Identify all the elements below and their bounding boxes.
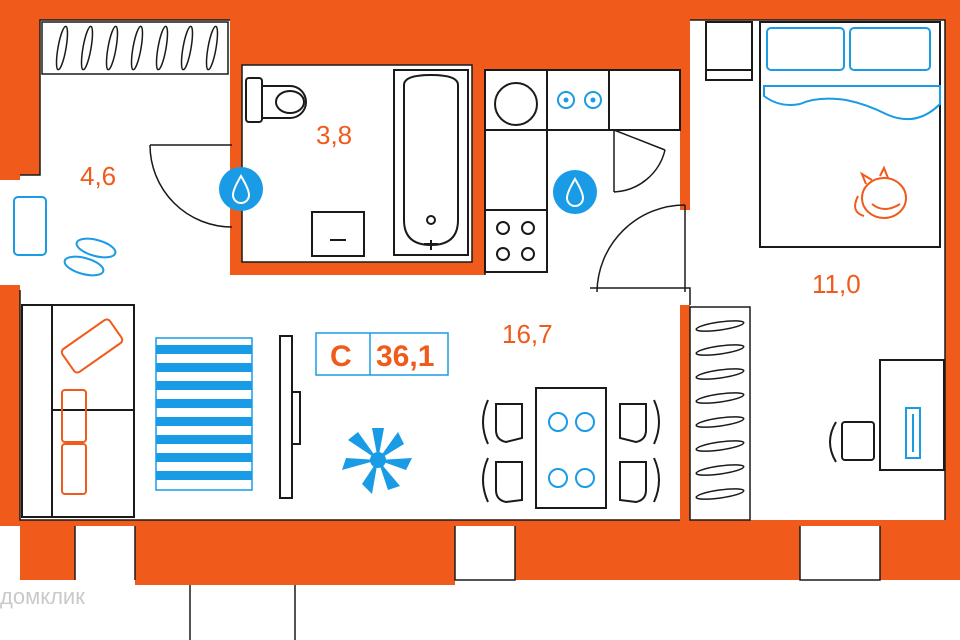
wardrobe-hangers (55, 25, 219, 71)
fridge (608, 69, 681, 131)
slippers-icon (63, 237, 117, 277)
bathroom: 3,8 (219, 69, 469, 257)
hallway-area-label: 4,6 (80, 161, 116, 191)
toilet-icon (245, 77, 307, 123)
kitchen-block (484, 69, 681, 273)
walls (0, 0, 960, 585)
badge-total-area: 36,1 (376, 340, 434, 373)
inner-outlines (19, 19, 946, 640)
desk (829, 359, 945, 471)
water-drop-icon (219, 167, 263, 211)
plant-icon (342, 428, 412, 494)
cabinet-door (613, 129, 666, 193)
tv-stand (279, 335, 301, 499)
bedroom-door (596, 204, 686, 293)
cat-icon (854, 165, 907, 219)
watermark: домклик (0, 584, 85, 609)
entry-mat-icon (13, 196, 47, 256)
dining-set (482, 387, 660, 509)
bathroom-area-label: 3,8 (316, 120, 352, 150)
bedroom-area-label: 11,0 (812, 269, 861, 299)
bathtub-icon (393, 69, 469, 256)
nightstand (705, 69, 753, 81)
washbasin-icon (311, 211, 365, 257)
water-drop-icon (553, 170, 597, 214)
bedroom: 11,0 (705, 21, 945, 471)
living-room: С 36,1 16,7 (21, 204, 686, 518)
badge-type: С (330, 340, 352, 373)
rug-icon (155, 337, 253, 491)
sofa (21, 304, 135, 518)
cooktop-icon (484, 209, 548, 273)
hallway: 4,6 (13, 21, 233, 277)
hallway-wardrobe (41, 21, 229, 75)
living-area-label: 16,7 (502, 319, 553, 349)
bedroom-wardrobe (689, 306, 751, 521)
wall-openings (20, 20, 945, 640)
total-area-badge: С 36,1 (315, 332, 449, 376)
bed (759, 21, 941, 248)
bathroom-door (149, 144, 233, 228)
